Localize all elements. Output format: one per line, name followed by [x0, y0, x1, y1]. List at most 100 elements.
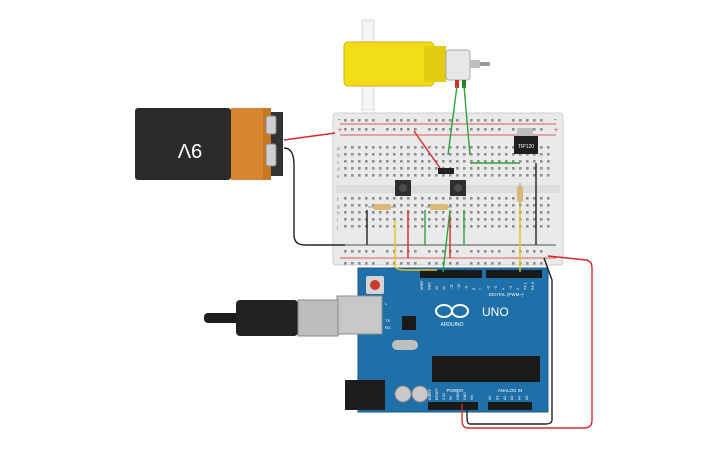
breadboard-hole [428, 174, 431, 177]
pin-label: A4 [518, 396, 522, 400]
breadboard-hole [386, 160, 389, 163]
breadboard-hole [540, 153, 543, 156]
breadboard-hole [463, 153, 466, 156]
breadboard-hole [435, 250, 438, 253]
breadboard-hole [505, 211, 508, 214]
breadboard-hole [421, 204, 424, 207]
breadboard-hole [547, 211, 550, 214]
breadboard-hole [540, 197, 543, 200]
breadboard-hole [526, 211, 529, 214]
breadboard-hole [372, 146, 375, 149]
breadboard-hole [449, 146, 452, 149]
breadboard-hole [344, 250, 347, 253]
breadboard-hole [393, 174, 396, 177]
breadboard-hole [547, 153, 550, 156]
breadboard-hole [526, 204, 529, 207]
breadboard-hole [449, 119, 452, 122]
breadboard-hole [463, 174, 466, 177]
tx-led-label: TX [385, 318, 390, 323]
breadboard-hole [435, 211, 438, 214]
breadboard-hole [407, 119, 410, 122]
breadboard-hole [365, 160, 368, 163]
breadboard-hole [414, 119, 417, 122]
breadboard-hole [393, 204, 396, 207]
breadboard-hole [456, 197, 459, 200]
pin-label: GND [427, 282, 431, 290]
arduino-logo-icon [435, 304, 469, 318]
breadboard-hole [498, 250, 501, 253]
breadboard-hole [379, 211, 382, 214]
breadboard-hole [456, 250, 459, 253]
breadboard-hole [540, 262, 543, 265]
breadboard-hole [470, 225, 473, 228]
breadboard-hole [526, 262, 529, 265]
breadboard-hole [421, 167, 424, 170]
breadboard-hole [456, 119, 459, 122]
breadboard-hole [540, 218, 543, 221]
breadboard-hole [407, 174, 410, 177]
breadboard-hole [526, 174, 529, 177]
breadboard-hole [540, 250, 543, 253]
breadboard-hole [491, 211, 494, 214]
push-button-1 [395, 180, 411, 196]
breadboard-hole [491, 174, 494, 177]
breadboard-hole [470, 128, 473, 131]
breadboard-hole [386, 262, 389, 265]
arduino-power-label: POWER [446, 388, 464, 393]
breadboard-hole [505, 167, 508, 170]
breadboard-hole [414, 197, 417, 200]
breadboard-hole [372, 160, 375, 163]
breadboard-hole [533, 153, 536, 156]
breadboard-hole [365, 262, 368, 265]
arduino-model-text: UNO [482, 305, 509, 319]
breadboard-hole [344, 204, 347, 207]
breadboard-hole [372, 128, 375, 131]
breadboard-hole [505, 174, 508, 177]
breadboard-hole [365, 250, 368, 253]
breadboard-hole [512, 128, 515, 131]
pin-label: 7 [479, 288, 483, 290]
transistor-tip120: TIP120 [514, 128, 538, 154]
breadboard-hole [344, 167, 347, 170]
breadboard-hole [407, 128, 410, 131]
row-letter: h [337, 211, 340, 217]
breadboard-hole [470, 197, 473, 200]
breadboard-hole [505, 197, 508, 200]
breadboard-hole [344, 225, 347, 228]
breadboard-hole [512, 167, 515, 170]
resistor-1 [368, 204, 396, 210]
breadboard-hole [351, 119, 354, 122]
pin-label: ~11 [450, 284, 454, 290]
battery-label: 9V [177, 139, 202, 161]
breadboard-hole [456, 128, 459, 131]
breadboard-hole [540, 211, 543, 214]
pin-label: 13 [435, 286, 439, 290]
breadboard-hole [512, 174, 515, 177]
breadboard-hole [533, 262, 536, 265]
breadboard-hole [477, 197, 480, 200]
pin-label: 3.3V [442, 392, 446, 400]
breadboard-hole [505, 153, 508, 156]
breadboard-hole [498, 225, 501, 228]
wire-yellow [394, 220, 437, 271]
breadboard-hole [540, 160, 543, 163]
row-letter: g [337, 204, 340, 210]
breadboard-hole [358, 218, 361, 221]
breadboard-hole [400, 160, 403, 163]
breadboard-hole [435, 146, 438, 149]
wires [283, 85, 593, 429]
pin-label: ~9 [464, 286, 468, 290]
breadboard-hole [533, 174, 536, 177]
transistor-label: TIP120 [518, 144, 534, 150]
breadboard-hole [484, 119, 487, 122]
row-letter: e [337, 174, 340, 180]
breadboard-hole [533, 167, 536, 170]
breadboard-hole [533, 204, 536, 207]
breadboard-hole [442, 197, 445, 200]
breadboard-hole [498, 128, 501, 131]
breadboard-hole [442, 119, 445, 122]
breadboard-hole [449, 174, 452, 177]
breadboard-hole [379, 174, 382, 177]
